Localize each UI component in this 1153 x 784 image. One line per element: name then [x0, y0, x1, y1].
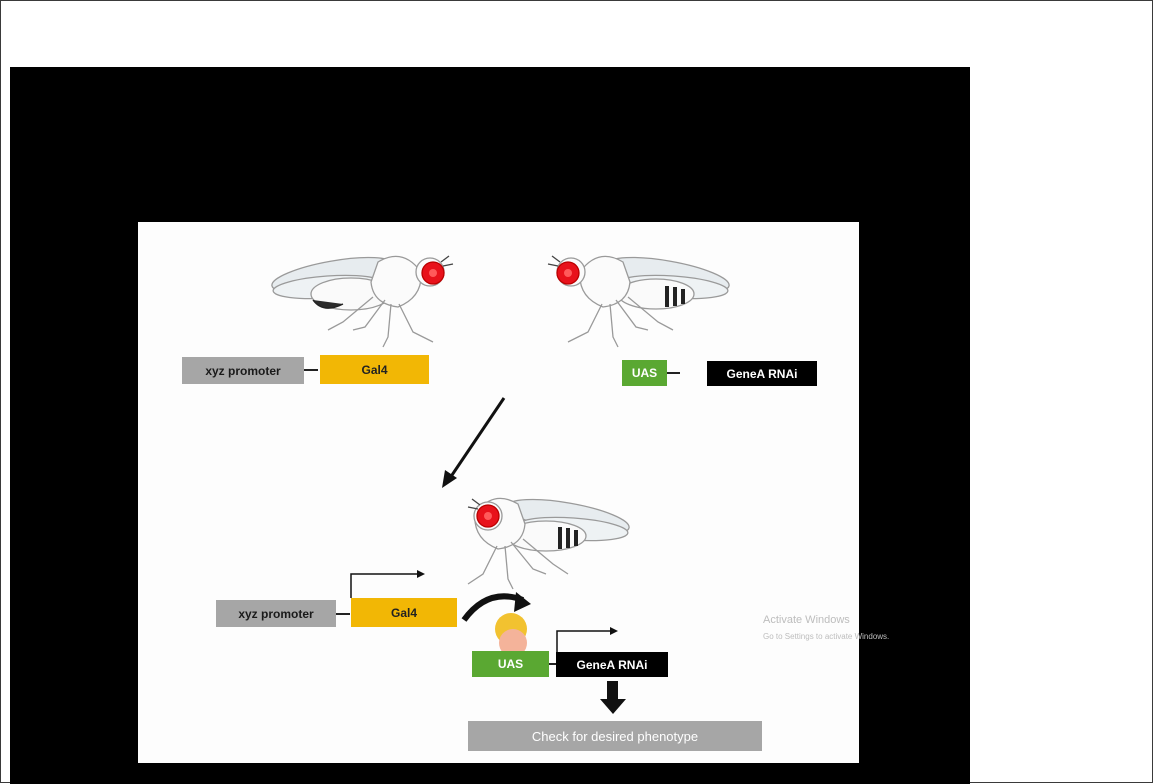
- activation-watermark-subtitle: Go to Settings to activate Windows.: [763, 632, 890, 641]
- uas-box-progeny: UAS: [472, 651, 549, 677]
- transcription-start-arrow-icon: [556, 627, 618, 652]
- connector-line: [304, 369, 318, 371]
- down-arrow-icon: [600, 681, 626, 714]
- phenotype-box: Check for desired phenotype: [468, 721, 762, 751]
- connector-line: [336, 613, 350, 615]
- activation-watermark-title: Activate Windows: [763, 614, 850, 626]
- transcription-start-arrow-icon: [350, 570, 425, 598]
- slide: xyz promoter Gal4 UAS GeneA RNAi: [138, 222, 859, 763]
- cross-arrow-icon: [442, 397, 506, 488]
- fly-icon: [271, 255, 454, 348]
- video-player[interactable]: xyz promoter Gal4 UAS GeneA RNAi: [10, 67, 970, 784]
- uas-box-top: UAS: [622, 360, 667, 386]
- gal4-box-top: Gal4: [320, 355, 429, 384]
- gal4-box-progeny: Gal4: [351, 598, 457, 627]
- promoter-box-top: xyz promoter: [182, 357, 304, 384]
- connector-line: [549, 663, 561, 665]
- rnai-box-progeny: GeneA RNAi: [556, 652, 668, 677]
- curved-arrow-icon: [461, 592, 531, 622]
- fly-icon: [467, 497, 630, 590]
- connector-line: [667, 372, 680, 374]
- gal4-protein-icon: [495, 613, 527, 657]
- rnai-box-top: GeneA RNAi: [707, 361, 817, 386]
- fly-icon: [547, 255, 730, 348]
- promoter-box-progeny: xyz promoter: [216, 600, 336, 627]
